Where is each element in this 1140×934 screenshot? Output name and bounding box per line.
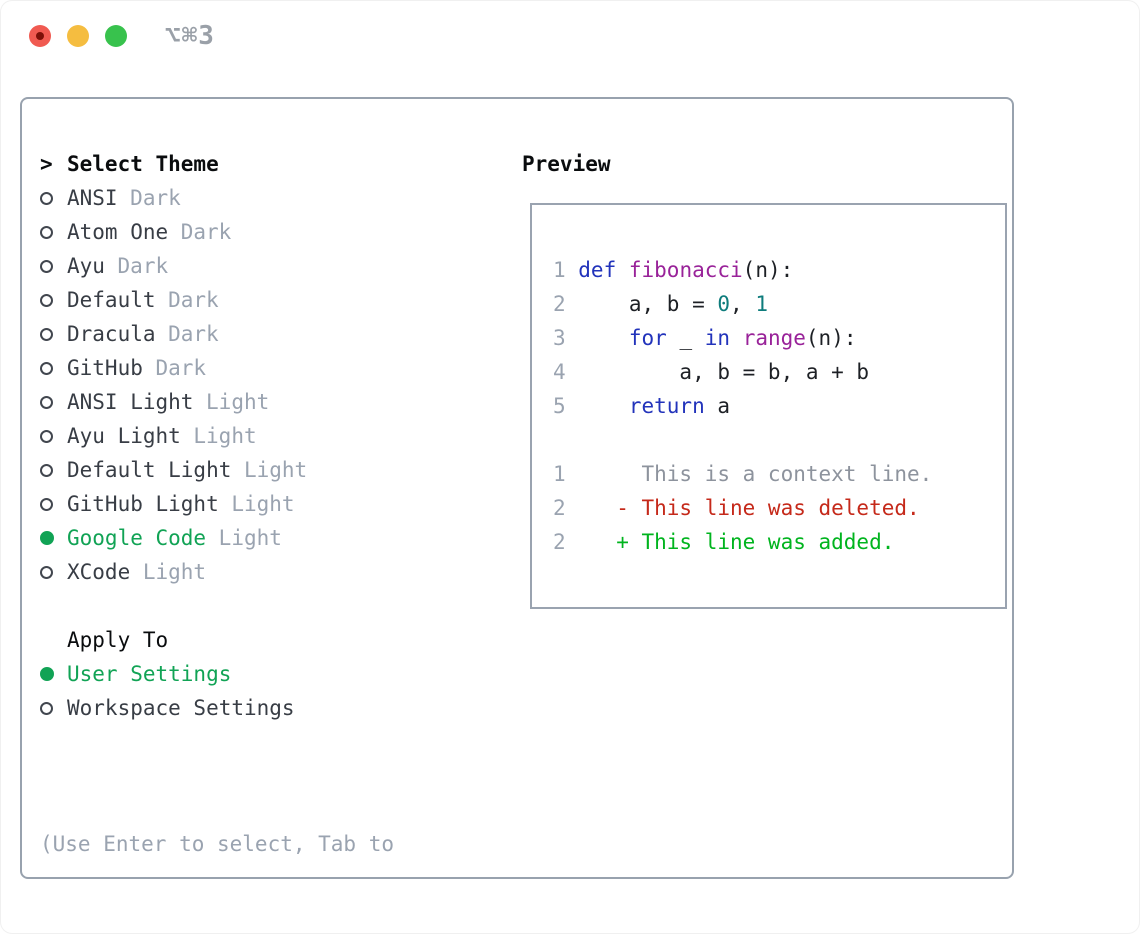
preview-column: Preview 1 def fibonacci(n): 2 a, b = 0, … <box>502 147 1007 609</box>
theme-option-atom-one-dark[interactable]: Atom One Dark <box>40 215 490 249</box>
zoom-button[interactable] <box>105 25 127 47</box>
radio-icon <box>40 463 53 477</box>
theme-variant: Dark <box>180 220 232 244</box>
theme-name: Ayu Light <box>67 424 181 448</box>
line-number: 4 <box>553 360 566 384</box>
line-number: 2 <box>553 292 566 316</box>
theme-variant: Light <box>243 458 308 482</box>
theme-variant: Light <box>193 424 257 448</box>
help-line-2: change focus) <box>40 929 490 934</box>
theme-variant: Dark <box>168 322 219 346</box>
line-number: 1 <box>553 462 566 486</box>
theme-picker-panel: > Select Theme ANSI Dark Atom One Dark A… <box>20 97 1014 879</box>
radio-icon <box>40 531 54 545</box>
diff-line-deleted: 2 - This line was deleted. <box>553 496 920 520</box>
radio-icon <box>40 565 53 579</box>
preview-box: 1 def fibonacci(n): 2 a, b = 0, 1 3 for … <box>530 203 1007 609</box>
code-line: 3 for _ in range(n): <box>553 326 857 350</box>
theme-option-default-light-light[interactable]: Default Light Light <box>40 453 490 487</box>
code-line: 4 a, b = b, a + b <box>553 360 870 384</box>
minimize-button[interactable] <box>67 25 89 47</box>
theme-variant: Light <box>142 560 207 584</box>
blank-line <box>553 423 1005 457</box>
radio-icon <box>40 259 53 273</box>
apply-to-header: Apply To <box>40 623 490 657</box>
theme-variant: Dark <box>130 186 181 210</box>
radio-icon <box>40 361 53 375</box>
apply-option-workspace-settings[interactable]: Workspace Settings <box>40 691 490 725</box>
theme-variant: Dark <box>117 254 169 278</box>
theme-name: ANSI <box>67 186 118 210</box>
apply-option-label: User Settings <box>67 662 232 686</box>
radio-icon <box>40 293 53 307</box>
radio-icon <box>40 225 53 239</box>
theme-option-ansi-light-light[interactable]: ANSI Light Light <box>40 385 490 419</box>
line-number: 1 <box>553 258 566 282</box>
code-preview: 1 def fibonacci(n): 2 a, b = 0, 1 3 for … <box>553 253 1005 423</box>
theme-option-ansi-dark[interactable]: ANSI Dark <box>40 181 490 215</box>
line-number: 3 <box>553 326 566 350</box>
focus-arrow-icon: > <box>40 152 53 176</box>
theme-selection-column: > Select Theme ANSI Dark Atom One Dark A… <box>40 147 490 934</box>
theme-name: GitHub Light <box>67 492 219 516</box>
preview-title: Preview <box>522 152 611 176</box>
select-theme-header: > Select Theme <box>40 147 490 181</box>
window-shortcut-label: ⌥⌘3 <box>165 21 215 51</box>
apply-option-label: Workspace Settings <box>67 696 295 720</box>
theme-option-ayu-dark[interactable]: Ayu Dark <box>40 249 490 283</box>
theme-variant: Dark <box>155 356 207 380</box>
code-line: 2 a, b = 0, 1 <box>553 292 768 316</box>
theme-option-google-code-light[interactable]: Google Code Light <box>40 521 490 555</box>
theme-variant: Light <box>231 492 295 516</box>
line-number: 2 <box>553 496 566 520</box>
diff-line-context: 1 This is a context line. <box>553 462 933 486</box>
apply-to-list: User Settings Workspace Settings <box>40 657 490 725</box>
radio-icon <box>40 429 53 443</box>
theme-name: Dracula <box>67 322 156 346</box>
theme-name: Default <box>67 288 156 312</box>
theme-variant: Light <box>218 526 282 550</box>
theme-name: Ayu <box>67 254 105 278</box>
line-number: 5 <box>553 394 566 418</box>
theme-option-dracula-dark[interactable]: Dracula Dark <box>40 317 490 351</box>
theme-option-xcode-light[interactable]: XCode Light <box>40 555 490 589</box>
theme-name: Atom One <box>67 220 169 244</box>
diff-preview: 1 This is a context line. 2 - This line … <box>553 457 1005 559</box>
theme-name: Google Code <box>67 526 207 550</box>
theme-option-default-dark[interactable]: Default Dark <box>40 283 490 317</box>
diff-line-added: 2 + This line was added. <box>553 530 895 554</box>
theme-variant: Dark <box>168 288 219 312</box>
theme-list: ANSI Dark Atom One Dark Ayu Dark Default… <box>40 181 490 589</box>
line-number: 2 <box>553 530 566 554</box>
titlebar: ⌥⌘3 <box>0 0 1140 72</box>
theme-option-github-light-light[interactable]: GitHub Light Light <box>40 487 490 521</box>
theme-variant: Light <box>206 390 270 414</box>
radio-icon <box>40 191 53 205</box>
theme-name: GitHub <box>67 356 143 380</box>
help-text: (Use Enter to select, Tab to change focu… <box>40 759 490 934</box>
radio-icon <box>40 497 53 511</box>
apply-to-title: Apply To <box>67 628 169 652</box>
theme-name: XCode <box>67 560 131 584</box>
radio-icon <box>40 701 53 715</box>
radio-icon <box>40 667 54 681</box>
help-line-1: (Use Enter to select, Tab to <box>40 832 395 856</box>
select-theme-title: Select Theme <box>67 152 219 176</box>
radio-icon <box>40 327 53 341</box>
theme-option-ayu-light-light[interactable]: Ayu Light Light <box>40 419 490 453</box>
code-line: 1 def fibonacci(n): <box>553 258 794 282</box>
radio-icon <box>40 395 53 409</box>
theme-name: Default Light <box>67 458 232 482</box>
code-line: 5 return a <box>553 394 731 418</box>
close-button[interactable] <box>29 25 51 47</box>
apply-option-user-settings[interactable]: User Settings <box>40 657 490 691</box>
theme-name: ANSI Light <box>67 390 194 414</box>
close-dot-icon <box>36 32 44 40</box>
theme-option-github-dark[interactable]: GitHub Dark <box>40 351 490 385</box>
